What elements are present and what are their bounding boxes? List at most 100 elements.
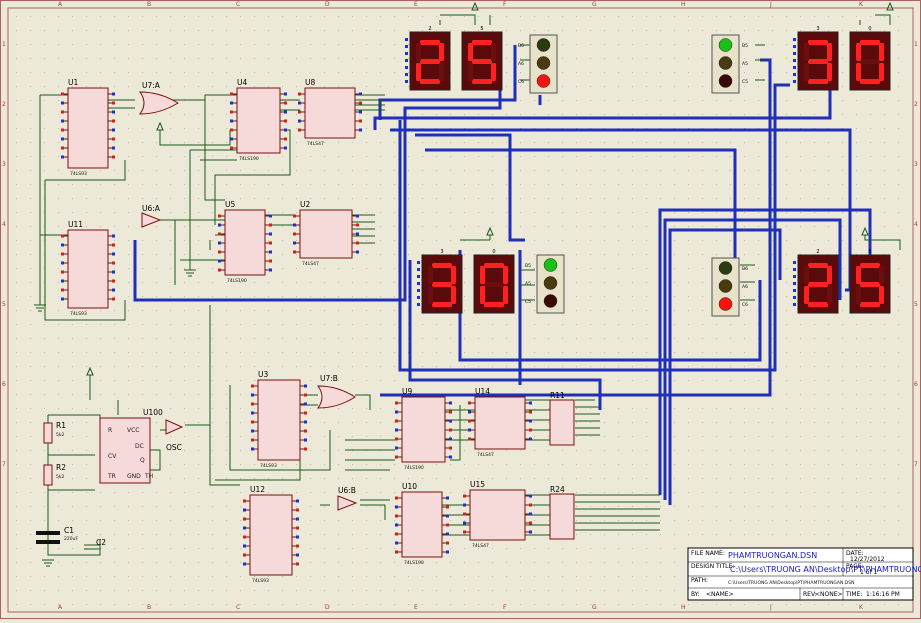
svg-text:R11: R11 [550,391,565,400]
tl-mid-left-yellow-lamp [543,276,558,290]
tl-top-right-yellow-lamp [718,56,733,70]
buffer-u6a[interactable]: U6:A [141,204,162,228]
timer-555-u100[interactable]: U100 R VCC DC CV Q TR GND TH [99,408,163,484]
disp-top-right-digit-1: 0 [849,26,891,91]
disp-top-left-digit-0-value: 2 [428,26,431,32]
svg-text:5k2: 5k2 [56,474,64,480]
tl-top-left-red-lamp [536,74,551,88]
u100-ref: U100 [143,408,163,417]
grid-row-6-left: 6 [2,381,6,388]
u6a-ref: U6:A [142,204,161,213]
grid-col-G-top: G [592,1,597,8]
svg-text:VCC: VCC [127,427,139,434]
grid-row-4-left: 4 [2,221,6,228]
sheet-frame [7,7,914,613]
grid-col-B-bottom: B [147,604,151,611]
tb-filename-label: FILE NAME: [691,550,725,557]
capacitor-c1[interactable]: C1 220uF [36,526,78,544]
svg-text:CV: CV [108,453,117,460]
tl-top-left-green-lamp [536,38,551,52]
tb-path-label: PATH: [691,577,708,584]
grid-col-J-bottom: J [769,604,772,611]
resistor-r1[interactable]: R1 5k2 [43,421,66,444]
u3-ref: U3 [258,370,268,379]
svg-text:220uF: 220uF [64,536,78,542]
tl-top-left-pin-label-2: C6 [518,79,524,85]
capacitor-c2[interactable]: C2 [84,538,106,550]
disp-mid-left-digit-1: 0 [473,249,515,314]
grid-col-K-bottom: K [859,604,864,611]
disp-mid-right-digit-1: 5 [849,249,891,314]
bus-wires [133,45,872,505]
grid-row-5-left: 5 [2,301,6,308]
grid-row-1-left: 1 [2,41,6,48]
grid-col-J-top: J [769,1,772,8]
u6b-ref: U6:B [338,486,356,495]
u5-ref: U5 [225,200,235,209]
svg-text:R: R [108,427,112,434]
tb-filename: PHAMTRUONGAN.DSN [728,551,817,560]
tl-top-left-pin-label-0: B6 [518,43,524,49]
disp-mid-right-digit-0-value: 2 [816,249,819,255]
tl-mid-left-pin-label-1: A5 [525,281,531,287]
tl-mid-right-green-lamp [718,261,733,275]
buffer-u6b[interactable]: U6:B [337,486,358,511]
tl-mid-left-green-lamp [543,258,558,272]
svg-text:R24: R24 [550,485,565,494]
tl-top-right-pin-label-2: C5 [742,79,748,85]
tb-rev: <NONE> [815,591,843,598]
u2-ref: U2 [300,200,310,209]
svg-text:Q: Q [140,457,145,464]
u7a-ref: U7:A [142,81,161,90]
tl-mid-left-pin-label-0: B5 [525,263,531,269]
grid-col-E-top: E [414,1,418,8]
tl-top-right-pin-label-1: A5 [742,61,748,67]
osc-label: OSC [166,443,182,452]
grid-col-E-bottom: E [414,604,418,611]
disp-mid-right-digit-1-value: 5 [868,249,871,255]
tl-top-left-pin-label-1: A6 [518,61,524,67]
or-gate-u7a[interactable]: U7:A [139,81,179,115]
or-gate-u7b[interactable]: U7:B [317,374,356,409]
grid-row-4-right: 4 [914,221,918,228]
disp-mid-left-digit-1-value: 0 [492,249,495,255]
svg-text:GND: GND [127,473,141,480]
u4-ref: U4 [237,78,247,87]
buffer-osc[interactable]: OSC [165,419,184,452]
tb-path: C:\Users\TRUONG AN\Desktop\PT\PHAMTRUONG… [728,580,855,586]
resistor-r2[interactable]: R2 5k2 [43,463,66,486]
tb-design-title-label: DESIGN TITLE: [691,563,734,570]
grid-row-5-right: 5 [914,301,918,308]
tb-design-title: C:\Users\TRUONG AN\Desktop\PT\PHAMTRUONG [730,565,921,574]
grid-col-B-top: B [147,1,151,8]
grid-col-K-top: K [859,1,864,8]
tl-top-right-pin-label-0: B5 [742,43,748,49]
u8-ref: U8 [305,78,315,87]
resistor-network-r24[interactable]: R24 [549,485,575,540]
grid-col-F-top: F [503,1,507,8]
resistor-network-r11[interactable]: R11 [549,391,575,446]
grid-row-7-right: 7 [914,461,918,468]
tb-date: 12/27/2012 [850,556,885,563]
